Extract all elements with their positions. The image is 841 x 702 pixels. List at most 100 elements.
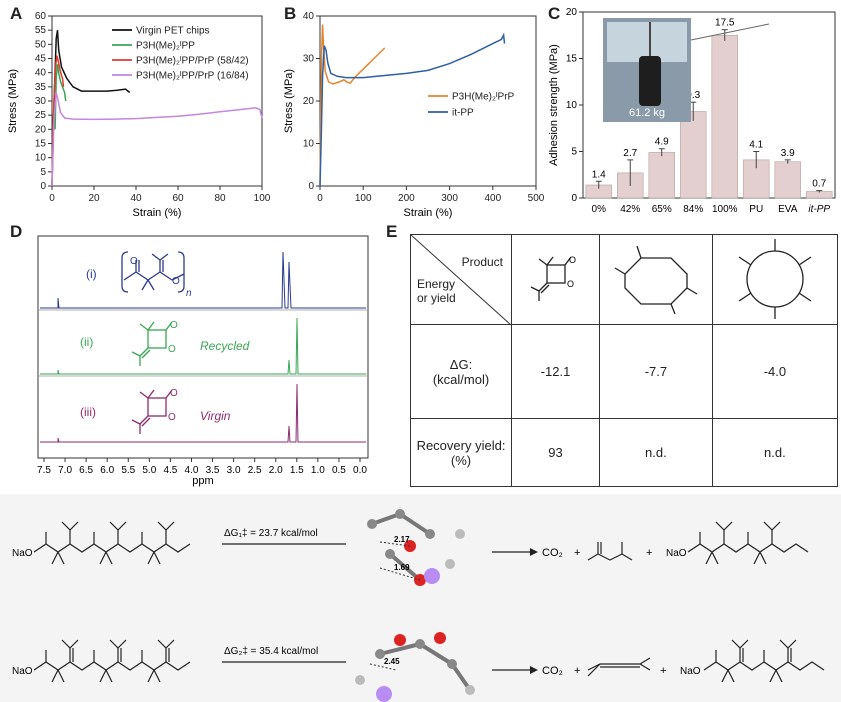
nmr-trace-ii (40, 317, 366, 375)
panel-letter-e: E (386, 222, 398, 241)
data-label: 4.9 (655, 137, 669, 148)
distance-label-a-2: 2.45 (384, 657, 400, 666)
data-label: 1.4 (592, 169, 606, 180)
product-chain-2 (703, 639, 825, 683)
panel-f-scheme: NaO ΔG₁‡ = 23.7 kcal/mol 2.17 1.69 CO₂ +… (12, 509, 825, 702)
nmr-trace-i (40, 251, 366, 309)
polymer-oxygen-icon: O (172, 276, 180, 287)
x-tick-label: 60 (172, 193, 184, 204)
arrow-head-1 (530, 548, 538, 556)
legend-label: Virgin PET chips (136, 26, 210, 37)
y-tick-label: 25 (35, 110, 47, 121)
x-tick-label: 80 (214, 193, 226, 204)
category-label: 84% (683, 204, 703, 215)
nmr-tick-label: 7.0 (58, 465, 72, 476)
x-axis-label: Strain (%) (133, 207, 182, 219)
lactone-structure: O O (530, 255, 576, 301)
y-axis-label: Stress (MPa) (7, 69, 19, 133)
arrow-head-2 (530, 666, 538, 674)
y-tick-label: 45 (35, 54, 47, 65)
x-tick-label: 0 (317, 193, 323, 204)
energy-table: Product Energy or yield O O (410, 234, 839, 487)
lactone-oxygen-icon: O (168, 412, 176, 423)
bar (680, 111, 707, 199)
inset-background (607, 22, 687, 62)
plus-sign-2: + (646, 547, 652, 559)
bar (648, 152, 675, 199)
plus-sign-3: + (574, 665, 580, 677)
data-label: 17.5 (715, 18, 735, 29)
lactone-structure-green (131, 321, 173, 366)
data-label: 3.9 (781, 148, 795, 159)
distance-label-b-1: 1.69 (394, 563, 410, 572)
category-label: PU (749, 204, 763, 215)
nmr-tick-label: 5.0 (142, 465, 156, 476)
data-label: 2.7 (623, 148, 637, 159)
bar (774, 161, 801, 199)
nmr-frame (37, 235, 369, 459)
nmr-tick-label: 3.5 (206, 465, 220, 476)
table-cell-dg-2: -7.7 (599, 324, 713, 419)
table-header-dimer (599, 234, 713, 325)
polymer-oxygen-icon: O (130, 256, 138, 267)
legend-label: P3H(Me)₂ᴵPP/PrP (16/84) (136, 71, 249, 82)
y-tick-label: 0 (308, 181, 314, 192)
tire-icon (639, 56, 661, 106)
nmr-tick-label: 6.0 (100, 465, 114, 476)
table-header-trimer (711, 234, 839, 325)
table-cell-dg-3: -4.0 (711, 324, 839, 419)
nmr-axis-label: ppm (192, 475, 213, 487)
nmr-tick-label: 0.5 (332, 465, 346, 476)
polymer-subscript: n (186, 288, 192, 299)
transition-state-1 (367, 509, 465, 586)
y-tick-label: 20 (35, 124, 47, 135)
table-corner-cell: Product Energy or yield (410, 234, 512, 325)
plus-sign-4: + (660, 665, 666, 677)
series-line (319, 24, 386, 187)
corner-diagonal (411, 235, 511, 325)
x-tick-label: 200 (398, 193, 415, 204)
y-axis-label: Adhesion strength (MPa) (548, 44, 560, 166)
data-label: 9.3 (686, 90, 700, 101)
nmr-panel: (i) (ii) (iii) Recycled Virgin O O n O O… (37, 235, 369, 487)
product-co2-2: CO₂ (542, 665, 563, 677)
nmr-tick-label: 2.5 (248, 465, 262, 476)
legend-label: P3H(Me)₂ᴵPrP (452, 92, 515, 103)
y-tick-label: 55 (35, 25, 47, 36)
y-tick-label: 5 (571, 147, 577, 158)
product-co2-1: CO₂ (542, 547, 563, 559)
category-label: 65% (652, 204, 672, 215)
x-tick-label: 20 (88, 193, 100, 204)
y-tick-label: 20 (303, 96, 315, 107)
bar (711, 34, 738, 199)
y-tick-label: 50 (35, 39, 47, 50)
category-label: 100% (712, 204, 738, 215)
table-cell-yield-2: n.d. (599, 418, 713, 487)
table-cell-dg-1: -12.1 (511, 324, 600, 419)
legend-label: P3H(Me)₂ᴵPP/PrP (58/42) (136, 56, 249, 67)
x-tick-label: 400 (484, 193, 501, 204)
nmr-label-ii: (ii) (80, 335, 93, 349)
y-tick-label: 30 (35, 96, 47, 107)
panel-letter-b: B (284, 4, 297, 23)
y-tick-label: 15 (35, 139, 47, 150)
nmr-tag-virgin: Virgin (200, 409, 231, 423)
nmr-tick-label: 2.0 (269, 465, 283, 476)
x-tick-label: 0 (49, 193, 55, 204)
legend-label: P3H(Me)₂ᴵPP (136, 41, 195, 52)
panel-letter-d: D (10, 222, 23, 241)
nmr-tick-label: 4.0 (185, 465, 199, 476)
y-tick-label: 40 (35, 68, 47, 79)
nmr-tick-label: 6.5 (79, 465, 93, 476)
reactant-end-label-2: NaO (12, 666, 33, 677)
y-axis-label: Stress (MPa) (283, 69, 295, 133)
product-end-label-2: NaO (680, 666, 701, 677)
allene-product-2 (587, 657, 651, 677)
table-cell-yield-3: n.d. (711, 418, 839, 487)
nmr-tick-label: 0.0 (353, 465, 367, 476)
legend-label: it-PP (452, 108, 474, 119)
transition-state-2 (355, 632, 475, 702)
nmr-label-i: (i) (86, 267, 97, 281)
